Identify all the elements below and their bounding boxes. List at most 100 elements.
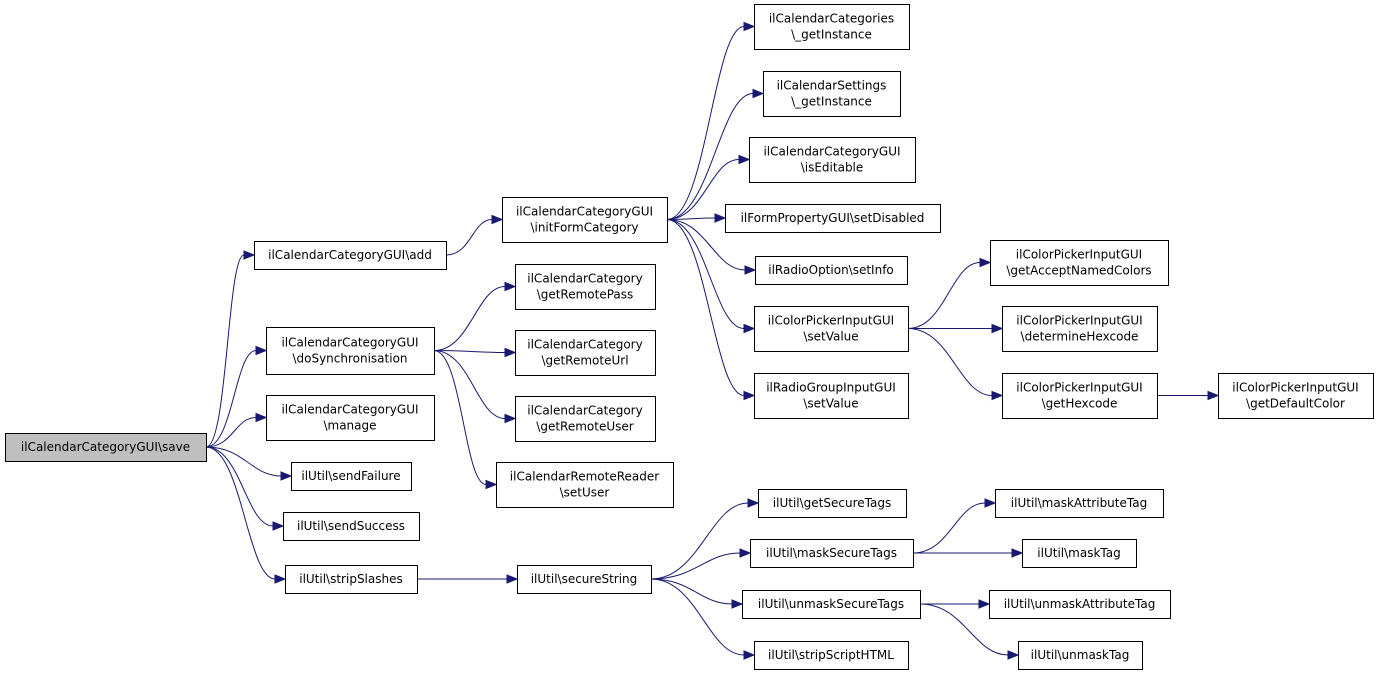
node-label: ilUtil\sendSuccess (297, 519, 405, 533)
node-setDisabled[interactable]: ilFormPropertyGUI\setDisabled (725, 204, 941, 233)
node-box (750, 539, 914, 568)
node-maskSecureTags[interactable]: ilUtil\maskSecureTags (750, 539, 914, 568)
node-label: ilUtil\sendFailure (301, 469, 400, 483)
node-label: ilRadioGroupInputGUI (766, 381, 896, 395)
edge-maskSecureTags-to-maskAttrTag (912, 498, 997, 554)
node-box (496, 462, 674, 508)
node-label: ilColorPickerInputGUI (768, 314, 894, 328)
node-box (749, 137, 916, 183)
node-label: ilUtil\stripScriptHTML (768, 648, 894, 662)
nodes-layer: ilCalendarCategoryGUI\save ilCalendarCate… (5, 4, 1374, 670)
edge-doSync-to-getRemoteUrl (433, 347, 517, 358)
edge-cpSetValue-to-getHexcode (907, 328, 1004, 401)
node-label: \setValue (803, 397, 858, 411)
node-determineHex[interactable]: ilColorPickerInputGUI\determineHexcode (1002, 306, 1158, 352)
node-stripScriptHTML[interactable]: ilUtil\stripScriptHTML (754, 641, 909, 670)
node-box (754, 306, 909, 352)
edge-getHexcode-to-getDefaultColor (1156, 390, 1220, 401)
node-label: \getRemoteUrl (541, 354, 628, 368)
node-sendSuccess[interactable]: ilUtil\sendSuccess (283, 512, 420, 541)
node-box (995, 489, 1164, 518)
edge-initForm-to-catInst (666, 21, 756, 220)
node-box (763, 71, 901, 117)
node-label: \getRemoteUser (536, 420, 633, 434)
node-unmaskTag[interactable]: ilUtil\unmaskTag (1018, 641, 1143, 670)
node-getHexcode[interactable]: ilColorPickerInputGUI \getHexcode (1002, 373, 1158, 419)
node-label: \getRemotePass (537, 288, 634, 302)
node-getSecureTags[interactable]: ilUtil\getSecureTags (758, 489, 907, 518)
node-label: ilColorPickerInputGUI (1016, 314, 1142, 328)
edge-save-to-doSync (205, 345, 268, 448)
node-getRemoteUrl[interactable]: ilCalendarCategory \getRemoteUrl (515, 330, 656, 376)
node-label: ilCalendarCategoryGUI (763, 145, 900, 159)
edge-secureString-to-getSecureTags (650, 498, 760, 580)
node-box (754, 373, 909, 419)
node-doSync[interactable]: ilCalendarCategoryGUI\doSynchronisation (266, 327, 435, 375)
node-getRemoteUser[interactable]: ilCalendarCategory\getRemoteUser (515, 396, 656, 442)
node-box (515, 396, 656, 442)
node-label: ilColorPickerInputGUI (1232, 381, 1358, 395)
node-getAcceptNamed[interactable]: ilColorPickerInputGUI\getAcceptNamedColo… (990, 240, 1169, 286)
node-box (266, 327, 435, 375)
node-unmaskAttrTag[interactable]: ilUtil\unmaskAttributeTag (989, 590, 1171, 619)
edge-initForm-to-cpSetValue (666, 219, 756, 334)
node-box (742, 590, 921, 619)
node-cpSetValue[interactable]: ilColorPickerInputGUI\setValue (754, 306, 909, 352)
edge-unmaskSecureTags-to-unmaskTag (919, 603, 1020, 660)
node-box (517, 565, 652, 594)
node-label: ilColorPickerInputGUI (1016, 381, 1142, 395)
node-catInst[interactable]: ilCalendarCategories \_getInstance (754, 4, 910, 50)
node-stripSlashes[interactable]: ilUtil\stripSlashes (285, 565, 418, 594)
node-label: \setUser (560, 486, 610, 500)
node-box (515, 264, 656, 310)
edge-secureString-to-maskSecureTags (650, 548, 752, 580)
node-setUser[interactable]: ilCalendarRemoteReader\setUser (496, 462, 674, 508)
node-rgSetValue[interactable]: ilRadioGroupInputGUI \setValue (754, 373, 909, 419)
node-secureString[interactable]: ilUtil\secureString (517, 565, 652, 594)
edge-save-to-sendSuccess (205, 446, 285, 531)
edge-maskSecureTags-to-maskTag (913, 548, 1024, 558)
node-label: \getHexcode (1042, 397, 1118, 411)
node-label: ilUtil\unmaskSecureTags (758, 597, 904, 611)
node-label: ilCalendarSettings (777, 79, 887, 93)
node-getDefaultColor[interactable]: ilColorPickerInputGUI\getDefaultColor (1218, 373, 1374, 419)
edge-initForm-to-setInfo (666, 219, 757, 275)
node-label: ilCalendarCategories (769, 12, 894, 26)
node-label: ilCalendarCategoryGUI (516, 205, 653, 219)
edge-save-to-sendFailure (205, 446, 293, 481)
node-box (1018, 641, 1143, 670)
node-box (754, 4, 910, 50)
node-label: ilUtil\unmaskTag (1031, 648, 1130, 662)
node-box (1002, 306, 1158, 352)
node-add[interactable]: ilCalendarCategoryGUI\add (254, 241, 447, 270)
node-label: ilUtil\getSecureTags (773, 496, 891, 510)
node-maskTag[interactable]: ilUtil\maskTag (1022, 539, 1137, 568)
node-setInst[interactable]: ilCalendarSettings\_getInstance (763, 71, 901, 117)
node-manage[interactable]: ilCalendarCategoryGUI\manage (266, 395, 435, 441)
edge-save-to-stripSlashes (205, 446, 287, 584)
node-box (758, 489, 907, 518)
edge-doSync-to-getRemoteUser (433, 350, 517, 424)
node-label: ilUtil\maskAttributeTag (1011, 496, 1147, 510)
node-unmaskSecureTags[interactable]: ilUtil\unmaskSecureTags (742, 590, 921, 619)
node-label: ilCalendarCategory (527, 272, 642, 286)
edge-save-to-manage (205, 412, 268, 448)
node-isEditable[interactable]: ilCalendarCategoryGUI\isEditable (749, 137, 916, 183)
node-label: ilUtil\unmaskAttributeTag (1004, 597, 1156, 611)
node-box (1002, 373, 1158, 419)
edge-stripSlashes-to-secureString (417, 574, 519, 584)
node-label: ilCalendarCategoryGUI\save (21, 440, 190, 454)
edge-secureString-to-unmaskSecureTags (650, 578, 744, 609)
node-box (725, 204, 941, 233)
node-initForm[interactable]: ilCalendarCategoryGUI\initFormCategory (502, 197, 668, 243)
node-save[interactable]: ilCalendarCategoryGUI\save (5, 433, 207, 462)
node-setInfo[interactable]: ilRadioOption\setInfo (755, 256, 908, 285)
node-label: ilCalendarCategory (527, 338, 642, 352)
node-label: \_getInstance (791, 28, 872, 42)
node-box (989, 590, 1171, 619)
node-getRemotePass[interactable]: ilCalendarCategory \getRemotePass (515, 264, 656, 310)
node-sendFailure[interactable]: ilUtil\sendFailure (291, 462, 412, 491)
node-maskAttrTag[interactable]: ilUtil\maskAttributeTag (995, 489, 1164, 518)
edge-doSync-to-getRemotePass (433, 281, 517, 351)
